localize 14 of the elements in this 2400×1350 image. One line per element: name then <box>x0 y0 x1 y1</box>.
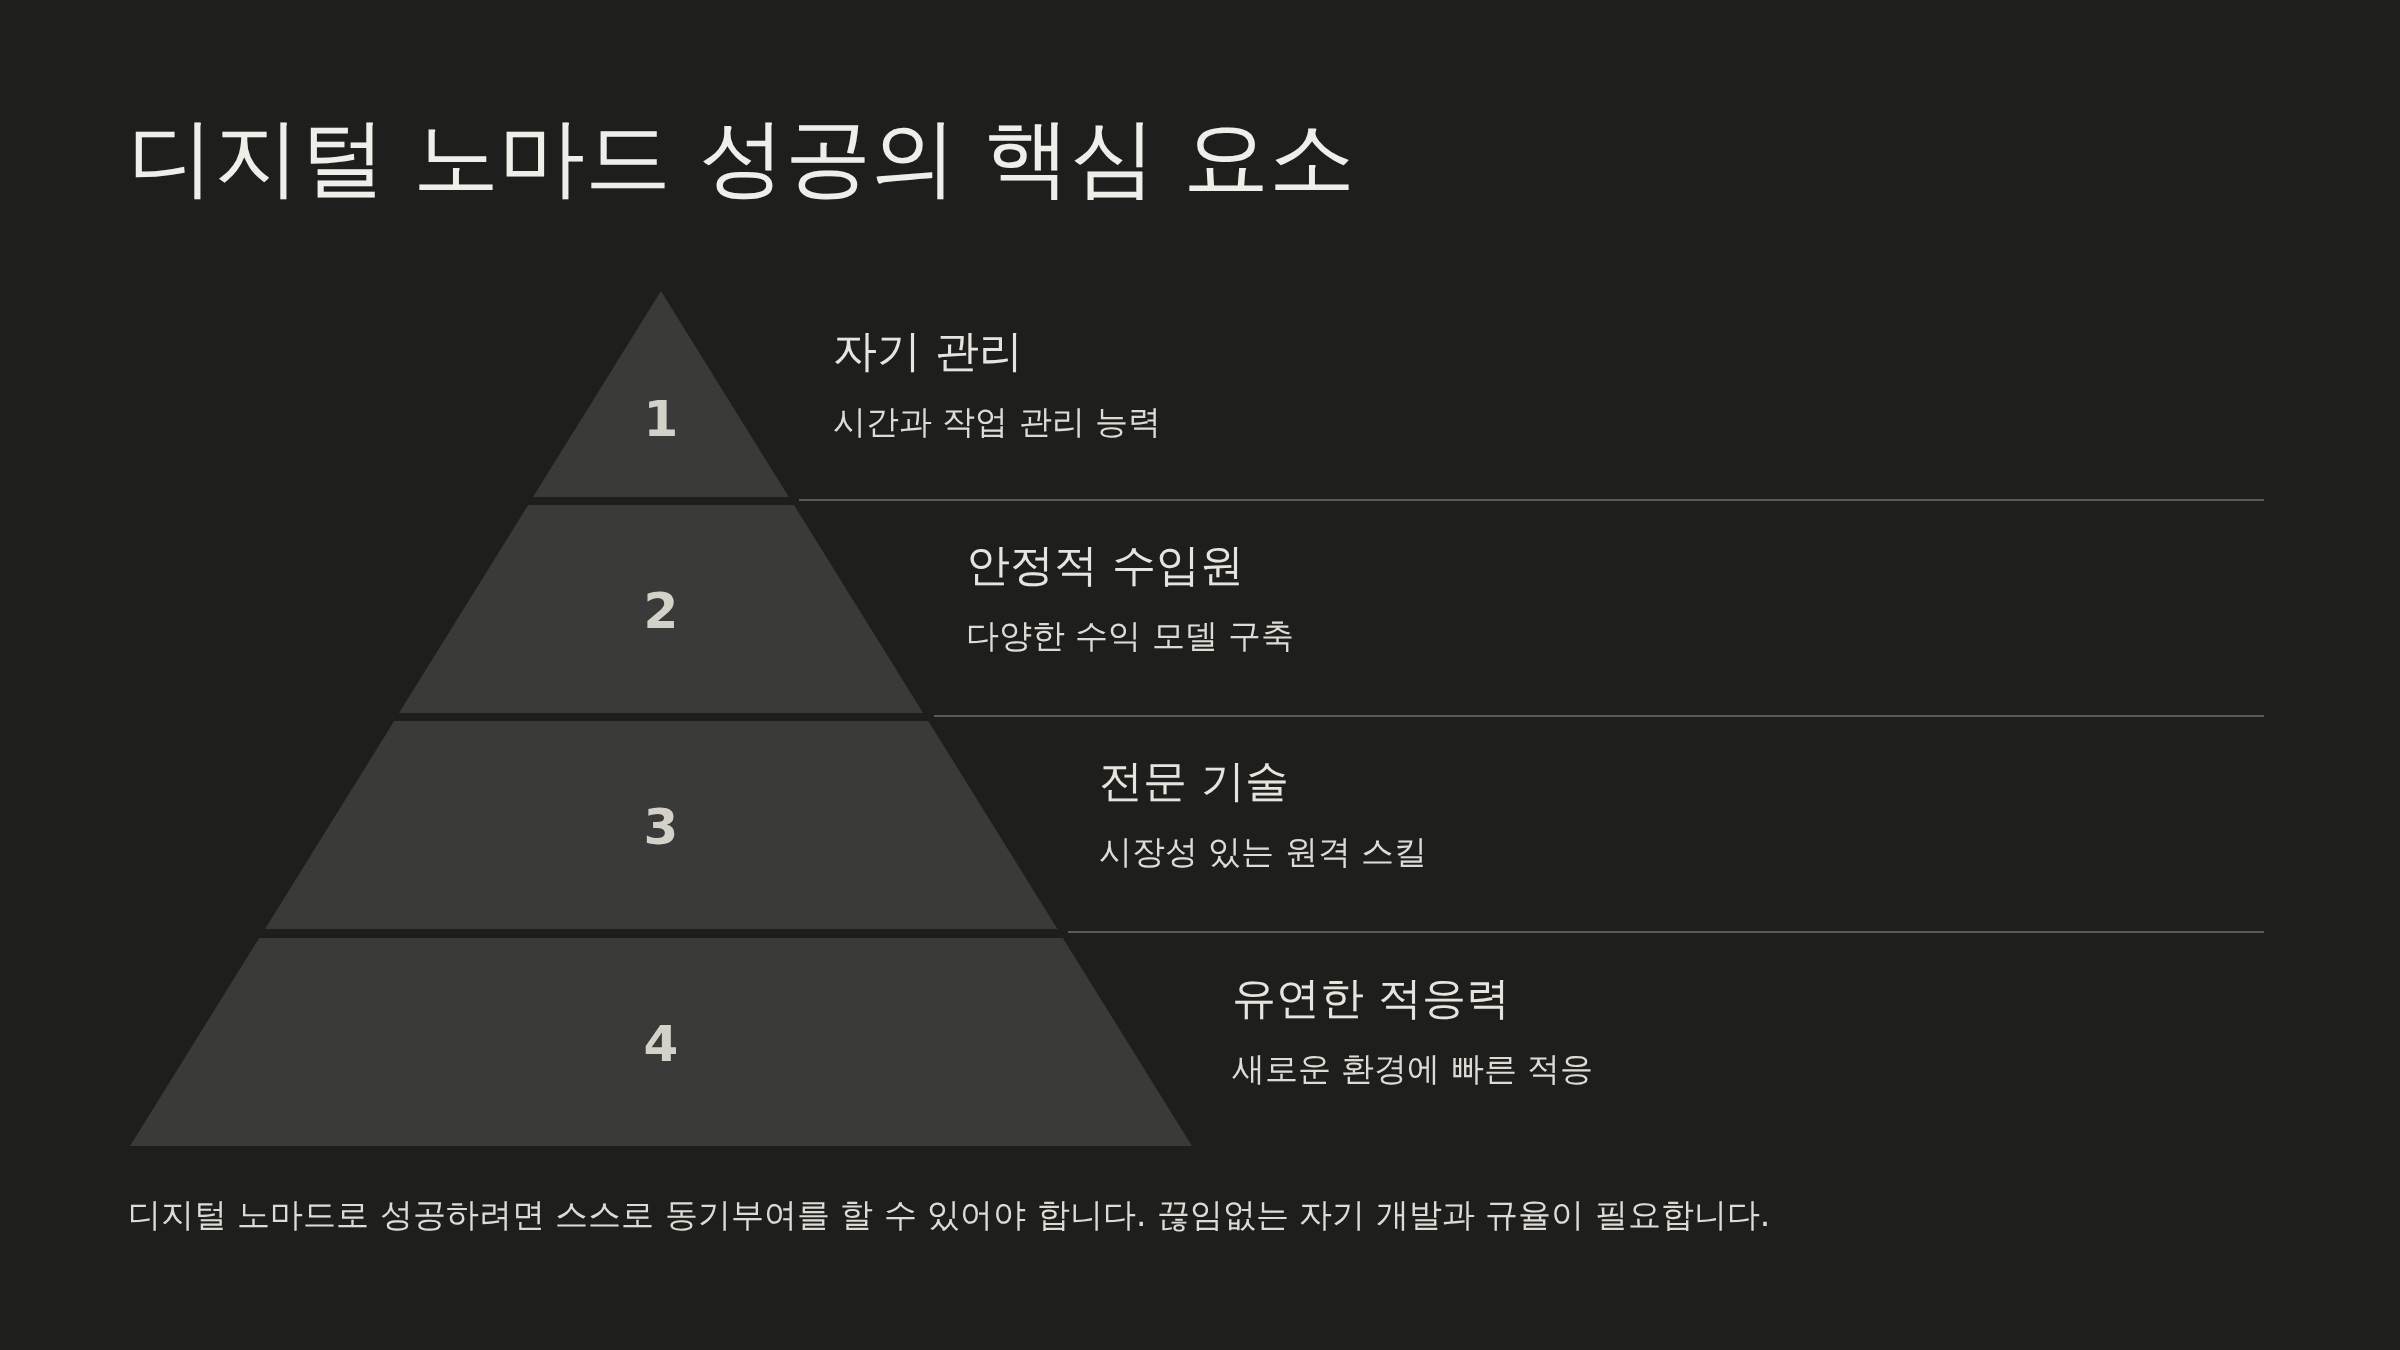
tier-heading: 유연한 적응력 <box>1232 972 1510 1025</box>
tier-number: 1 <box>642 394 680 444</box>
tier-description: 새로운 환경에 빠른 적응 <box>1232 1049 1594 1089</box>
tier-number: 4 <box>642 1019 680 1069</box>
tier-number: 2 <box>642 586 680 636</box>
tier-heading: 자기 관리 <box>833 325 1023 378</box>
tier-description: 다양한 수익 모델 구축 <box>966 616 1295 656</box>
tier-description: 시간과 작업 관리 능력 <box>833 402 1162 442</box>
tier-description: 시장성 있는 원격 스킬 <box>1099 832 1428 872</box>
title: 디지털 노마드 성공의 핵심 요소 <box>128 106 1356 209</box>
tier-heading: 전문 기술 <box>1099 755 1289 808</box>
tier-number: 3 <box>642 802 680 852</box>
tier-heading: 안정적 수입원 <box>966 539 1244 592</box>
caption: 디지털 노마드로 성공하려면 스스로 동기부여를 할 수 있어야 합니다. 끊임없는 자기 개발과 규율이 필요합니다. <box>128 1194 1771 1236</box>
